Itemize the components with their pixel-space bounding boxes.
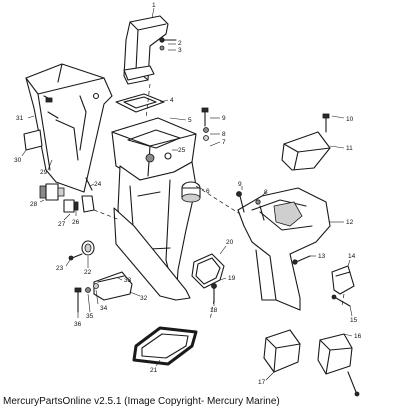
gasket-part[interactable] <box>115 93 165 113</box>
callout-5: 5 <box>188 117 192 124</box>
exhaust-tube-part[interactable] <box>123 15 169 85</box>
callout-36: 36 <box>74 321 82 328</box>
drive-shaft-housing-part[interactable] <box>25 63 113 193</box>
callout-3: 3 <box>178 47 182 54</box>
callout-33: 33 <box>124 277 132 284</box>
callout-30: 30 <box>14 157 22 164</box>
seal-ring-part[interactable] <box>132 326 198 366</box>
side-bracket-part[interactable] <box>331 265 355 307</box>
callout-20: 20 <box>226 239 234 246</box>
callout-15: 15 <box>350 317 358 324</box>
callout-9: 9 <box>222 115 226 122</box>
lower-cowl-part[interactable] <box>237 187 331 311</box>
callout-28: 28 <box>30 201 38 208</box>
copyright-footer: MercuryPartsOnline v2.5.1 (Image Copyrig… <box>3 396 280 407</box>
callout-18: 18 <box>210 307 218 314</box>
callout-6: 6 <box>206 188 210 195</box>
callout-4: 4 <box>170 97 174 104</box>
callout-34: 34 <box>100 305 108 312</box>
lower-bracket-left-part[interactable] <box>263 329 301 373</box>
callout-labels: 1 2 3 4 5 6 7 8 9 10 11 12 13 14 15 16 1… <box>14 2 362 386</box>
callout-13: 13 <box>318 253 326 260</box>
callout-8: 8 <box>222 131 226 138</box>
callout-8-right: 8 <box>264 189 268 196</box>
lower-bracket-right-part[interactable] <box>317 333 360 397</box>
callout-31: 31 <box>16 115 24 122</box>
callout-27: 27 <box>58 221 66 228</box>
leader-lines <box>21 7 353 381</box>
callout-11: 11 <box>346 145 353 152</box>
alignment-lines <box>93 83 345 321</box>
callout-12: 12 <box>346 219 354 226</box>
callout-2: 2 <box>178 40 182 47</box>
callout-16: 16 <box>354 333 362 340</box>
callout-1: 1 <box>152 2 156 9</box>
callout-29: 29 <box>40 169 48 176</box>
callout-7: 7 <box>222 139 226 146</box>
right-screw-set[interactable] <box>236 191 265 221</box>
lower-plate-part[interactable] <box>93 271 133 301</box>
callout-35: 35 <box>86 313 94 320</box>
screw-washer-set[interactable] <box>159 37 177 51</box>
rubber-mount-part[interactable] <box>181 181 201 203</box>
callout-19: 19 <box>228 275 236 282</box>
callout-22: 22 <box>84 269 92 276</box>
lower-left-screw-set[interactable] <box>74 283 99 313</box>
callout-14: 14 <box>348 253 356 260</box>
callout-24: 24 <box>94 181 102 188</box>
callout-9-right: 9 <box>238 181 242 188</box>
fitting-part[interactable] <box>68 240 95 261</box>
center-screw-set[interactable] <box>201 107 209 141</box>
callout-21: 21 <box>150 367 158 374</box>
callout-25: 25 <box>178 147 186 154</box>
callout-17: 17 <box>258 379 266 386</box>
side-screw-part[interactable] <box>292 255 311 265</box>
callout-10: 10 <box>346 116 354 123</box>
callout-26: 26 <box>72 219 80 226</box>
main-housing-part[interactable] <box>113 161 197 301</box>
callout-32: 32 <box>140 295 148 302</box>
decal-plate-part[interactable] <box>23 129 43 151</box>
top-cover-part[interactable] <box>281 113 331 171</box>
callout-23: 23 <box>56 265 64 272</box>
anode-pad-part[interactable] <box>191 253 225 303</box>
